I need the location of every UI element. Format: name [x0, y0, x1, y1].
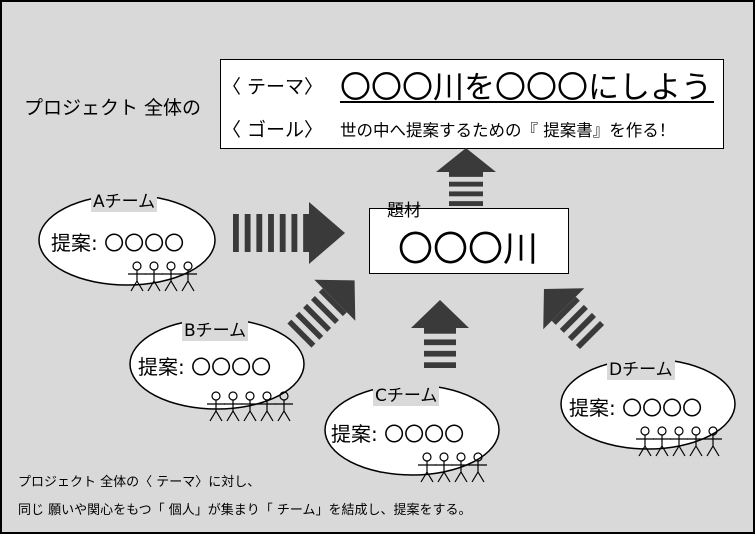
goal-label: 〈 ゴール〉 — [222, 119, 324, 141]
person-icon — [435, 452, 453, 483]
people-group-icon — [418, 452, 487, 483]
person-icon — [275, 391, 293, 422]
theme-underline — [340, 101, 714, 103]
team-c-name: Cチーム — [373, 381, 440, 406]
theme-value: 〇〇〇川を〇〇〇にしよう — [340, 70, 712, 106]
person-icon — [128, 261, 146, 292]
team-d-proposal: 提案: 〇〇〇〇 — [569, 396, 703, 420]
subject-value: 〇〇〇川 — [398, 230, 539, 270]
person-icon — [418, 452, 436, 483]
people-group-icon — [128, 261, 197, 292]
arrow-icon — [411, 300, 469, 368]
team-b-proposal: 提案: 〇〇〇〇 — [138, 355, 272, 379]
person-icon — [179, 261, 197, 292]
person-icon — [224, 391, 242, 422]
person-icon — [653, 426, 671, 457]
people-group-icon — [207, 391, 293, 422]
arrow-icon — [232, 202, 345, 264]
project-label: プロジェクト 全体の — [24, 97, 202, 119]
team-d-name: Dチーム — [607, 355, 675, 380]
person-icon — [145, 261, 163, 292]
person-icon — [636, 426, 654, 457]
subject-label: 題材 — [387, 201, 421, 221]
team-a-name: Aチーム — [91, 187, 158, 212]
person-icon — [687, 426, 705, 457]
people-group-icon — [636, 426, 722, 457]
person-icon — [241, 391, 259, 422]
subject-box — [369, 208, 569, 274]
footer-line-2: 同じ 願いや関心をもつ「 個人」が集まり「 チーム」を結成し、提案をする。 — [18, 503, 472, 518]
person-icon — [162, 261, 180, 292]
theme-label: 〈 テーマ〉 — [222, 76, 324, 98]
person-icon — [207, 391, 225, 422]
team-b-name: Bチーム — [182, 316, 249, 341]
team-c-proposal: 提案: 〇〇〇〇 — [331, 422, 465, 446]
person-icon — [452, 452, 470, 483]
person-icon — [704, 426, 722, 457]
arrow-icon — [543, 288, 605, 350]
goal-value: 世の中へ提案するための『 提案書』を作る！ — [340, 121, 676, 140]
footer-line-1: プロジェクト 全体の〈 テーマ〉に対し、 — [18, 475, 261, 490]
team-a-proposal: 提案: 〇〇〇〇 — [51, 231, 185, 255]
arrow-icon — [436, 148, 496, 206]
person-icon — [469, 452, 487, 483]
person-icon — [670, 426, 688, 457]
person-icon — [258, 391, 276, 422]
arrow-icon — [287, 279, 356, 348]
goal-box — [220, 59, 724, 149]
